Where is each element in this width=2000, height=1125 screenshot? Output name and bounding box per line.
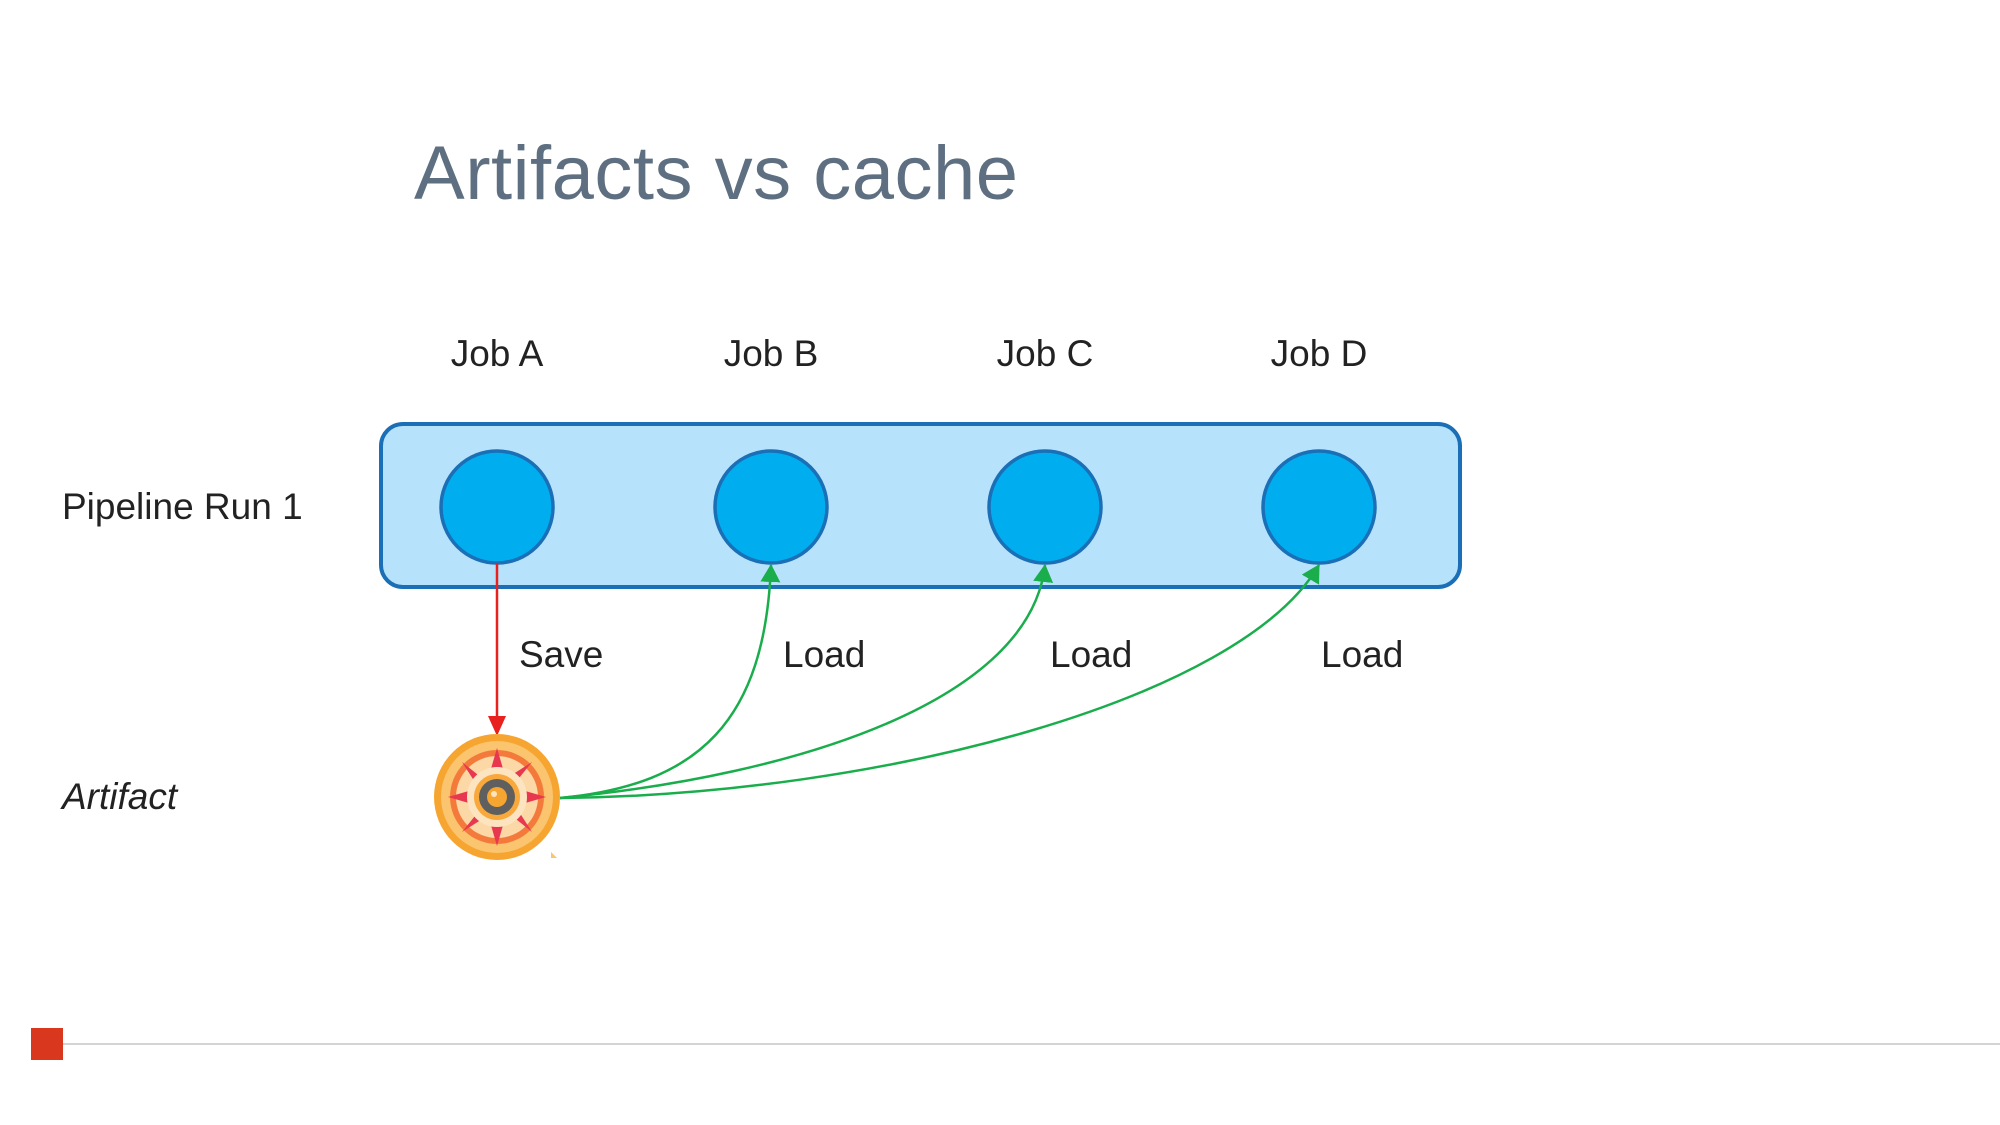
save-edge-label: Save [519,634,604,675]
footer-accent-square [31,1028,63,1060]
job-b-label: Job B [723,333,819,374]
slide-title: Artifacts vs cache [414,131,1019,216]
job-d-node[interactable] [1261,449,1377,565]
footer-divider [62,1043,2000,1045]
job-a-label: Job A [450,333,544,374]
artifact-row-label: Artifact [62,776,178,817]
load-edge-label-b: Load [783,634,866,675]
pipeline-run-label: Pipeline Run 1 [62,486,303,527]
load-arrow-c [559,564,1054,800]
load-arrow-b [559,564,781,800]
job-c-node[interactable] [987,449,1103,565]
load-edge-label-c: Load [1050,634,1133,675]
job-b-node[interactable] [713,449,829,565]
load-arrow-d [559,564,1321,800]
compass-badge-icon [434,734,560,860]
job-a-node[interactable] [439,449,555,565]
job-d-label: Job D [1270,333,1368,374]
pipeline-run-container [379,422,1462,589]
job-c-label: Job C [996,333,1094,374]
load-edge-label-d: Load [1321,634,1404,675]
save-arrowhead [488,716,506,736]
